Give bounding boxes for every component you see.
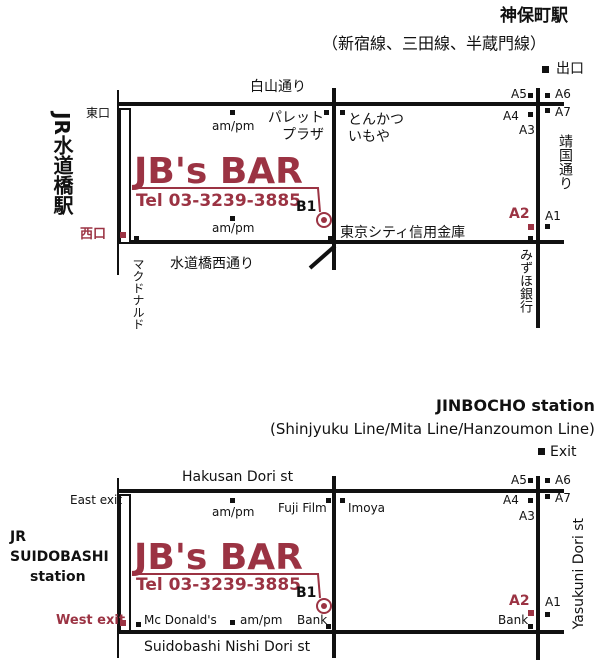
exit-a2-label: A2 xyxy=(509,206,530,222)
mizuho-dot xyxy=(528,236,533,241)
ampm-top-label-en: am/pm xyxy=(212,505,255,519)
ampm-top-dot-en xyxy=(230,498,235,503)
exit-a5-icon-en xyxy=(528,478,533,483)
mcdonalds-dot-en xyxy=(136,622,141,627)
exit-a4-icon-en xyxy=(528,498,533,503)
rail-left-en xyxy=(117,478,119,658)
bank-right-dot xyxy=(528,624,533,629)
fuji-dot xyxy=(326,498,331,503)
road-bottom-label: 水道橋西通り xyxy=(170,256,254,272)
exit-a2-label-en: A2 xyxy=(509,593,530,609)
exit-legend-icon xyxy=(542,66,549,73)
exit-a6-label: A6 xyxy=(555,87,571,101)
jr-station-label: JR水道橋駅 xyxy=(50,112,74,215)
exit-legend-label: 出口 xyxy=(556,61,584,77)
east-exit-label: 東口 xyxy=(86,106,111,120)
ampm-bottom-dot-en xyxy=(230,620,235,625)
exit-a2-marker xyxy=(528,224,534,230)
rail-left xyxy=(117,90,119,275)
ampm-bottom-label-en: am/pm xyxy=(240,613,283,627)
exit-a1-label: A1 xyxy=(545,209,561,223)
road-top-label: 白山通り xyxy=(250,79,306,95)
ampm-bottom-label: am/pm xyxy=(212,221,255,235)
exit-a6-icon-en xyxy=(545,478,550,483)
road-bottom-label-en: Suidobashi Nishi Dori st xyxy=(144,639,311,655)
exit-a3-label-en: A3 xyxy=(519,509,535,523)
east-exit-label-en: East exit xyxy=(70,493,123,507)
exit-a2-marker-en xyxy=(528,610,534,616)
bar-brand-en: JB's BAR xyxy=(134,537,303,578)
road-top-label-en: Hakusan Dori st xyxy=(182,469,294,485)
mcdonalds-label: マクドナルド xyxy=(131,258,145,330)
exit-legend-label-en: Exit xyxy=(550,444,577,460)
exit-a4-label: A4 xyxy=(503,109,519,123)
bar-tel: Tel 03-3239-3885 xyxy=(136,191,302,211)
bar-brand: JB's BAR xyxy=(134,151,303,192)
road-middle xyxy=(332,88,336,270)
station-lines: （新宿線、三田線、半蔵門線） xyxy=(322,34,547,53)
bank-left-dot xyxy=(326,624,331,629)
jr-platform xyxy=(119,108,131,244)
exit-a5-label: A5 xyxy=(511,87,527,101)
jr-label-2: SUIDOBASHI xyxy=(10,549,109,565)
road-bottom-en xyxy=(118,630,564,634)
station-title: 神保町駅 xyxy=(500,6,568,26)
exit-a7-label-en: A7 xyxy=(555,491,571,505)
mcdonalds-label-en: Mc Donald's xyxy=(144,613,217,627)
station-title-en: JINBOCHO station xyxy=(436,396,595,415)
bank-left-label: Bank xyxy=(297,613,328,627)
exit-a7-label: A7 xyxy=(555,105,571,119)
mcdonalds-dot xyxy=(134,236,139,241)
jr-label-3: station xyxy=(30,569,86,585)
ampm-top-label: am/pm xyxy=(212,119,255,133)
exit-a6-icon xyxy=(545,93,550,98)
ampm-top-dot xyxy=(230,110,235,115)
exit-a3-label: A3 xyxy=(519,123,535,137)
exit-a7-icon xyxy=(545,108,550,113)
west-exit-marker-en xyxy=(120,620,126,626)
road-middle-en xyxy=(332,476,336,658)
exit-a1-label-en: A1 xyxy=(545,595,561,609)
west-exit-label-en: West exit xyxy=(56,613,126,628)
exit-a4-icon xyxy=(528,112,533,117)
mizuho-label: みずほ銀行 xyxy=(517,248,532,313)
station-lines-en: (Shinjyuku Line/Mita Line/Hanzoumon Line… xyxy=(270,420,595,438)
road-right-en xyxy=(536,476,540,660)
road-top-en xyxy=(118,489,564,493)
west-exit-label: 西口 xyxy=(80,227,107,242)
road-bottom xyxy=(118,240,564,244)
exit-a7-icon-en xyxy=(545,494,550,499)
imoya-dot xyxy=(340,498,345,503)
bank-tokyo-label: 東京シティ信用金庫 xyxy=(340,225,466,241)
west-exit-marker xyxy=(120,232,126,238)
exit-a5-label-en: A5 xyxy=(511,473,527,487)
ampm-bottom-dot xyxy=(230,216,235,221)
bar-floor: B1 xyxy=(296,199,317,215)
exit-a1-icon xyxy=(545,224,550,229)
tonkatsu-label: とんかつ いもや xyxy=(348,112,404,145)
bar-floor-en: B1 xyxy=(296,585,317,601)
palette-dot xyxy=(324,110,329,115)
tonkatsu-dot xyxy=(340,110,345,115)
bar-tel-en: Tel 03-3239-3885 xyxy=(136,575,302,595)
palette-plaza-label: パレット プラザ xyxy=(268,110,324,143)
exit-a5-icon xyxy=(528,93,533,98)
exit-a1-icon-en xyxy=(545,612,550,617)
fuji-label: Fuji Film xyxy=(278,501,327,515)
road-right xyxy=(536,88,540,328)
road-top xyxy=(118,102,564,106)
jr-label-1: JR xyxy=(10,529,26,545)
imoya-label: Imoya xyxy=(348,501,386,515)
bank-right-label: Bank xyxy=(498,613,529,627)
exit-a4-label-en: A4 xyxy=(503,493,519,507)
jr-platform-en xyxy=(119,494,131,632)
bank-tokyo-dot xyxy=(328,236,333,241)
exit-legend-icon-en xyxy=(538,448,545,455)
exit-a6-label-en: A6 xyxy=(555,473,571,487)
road-right-label: 靖国通り xyxy=(557,134,573,190)
